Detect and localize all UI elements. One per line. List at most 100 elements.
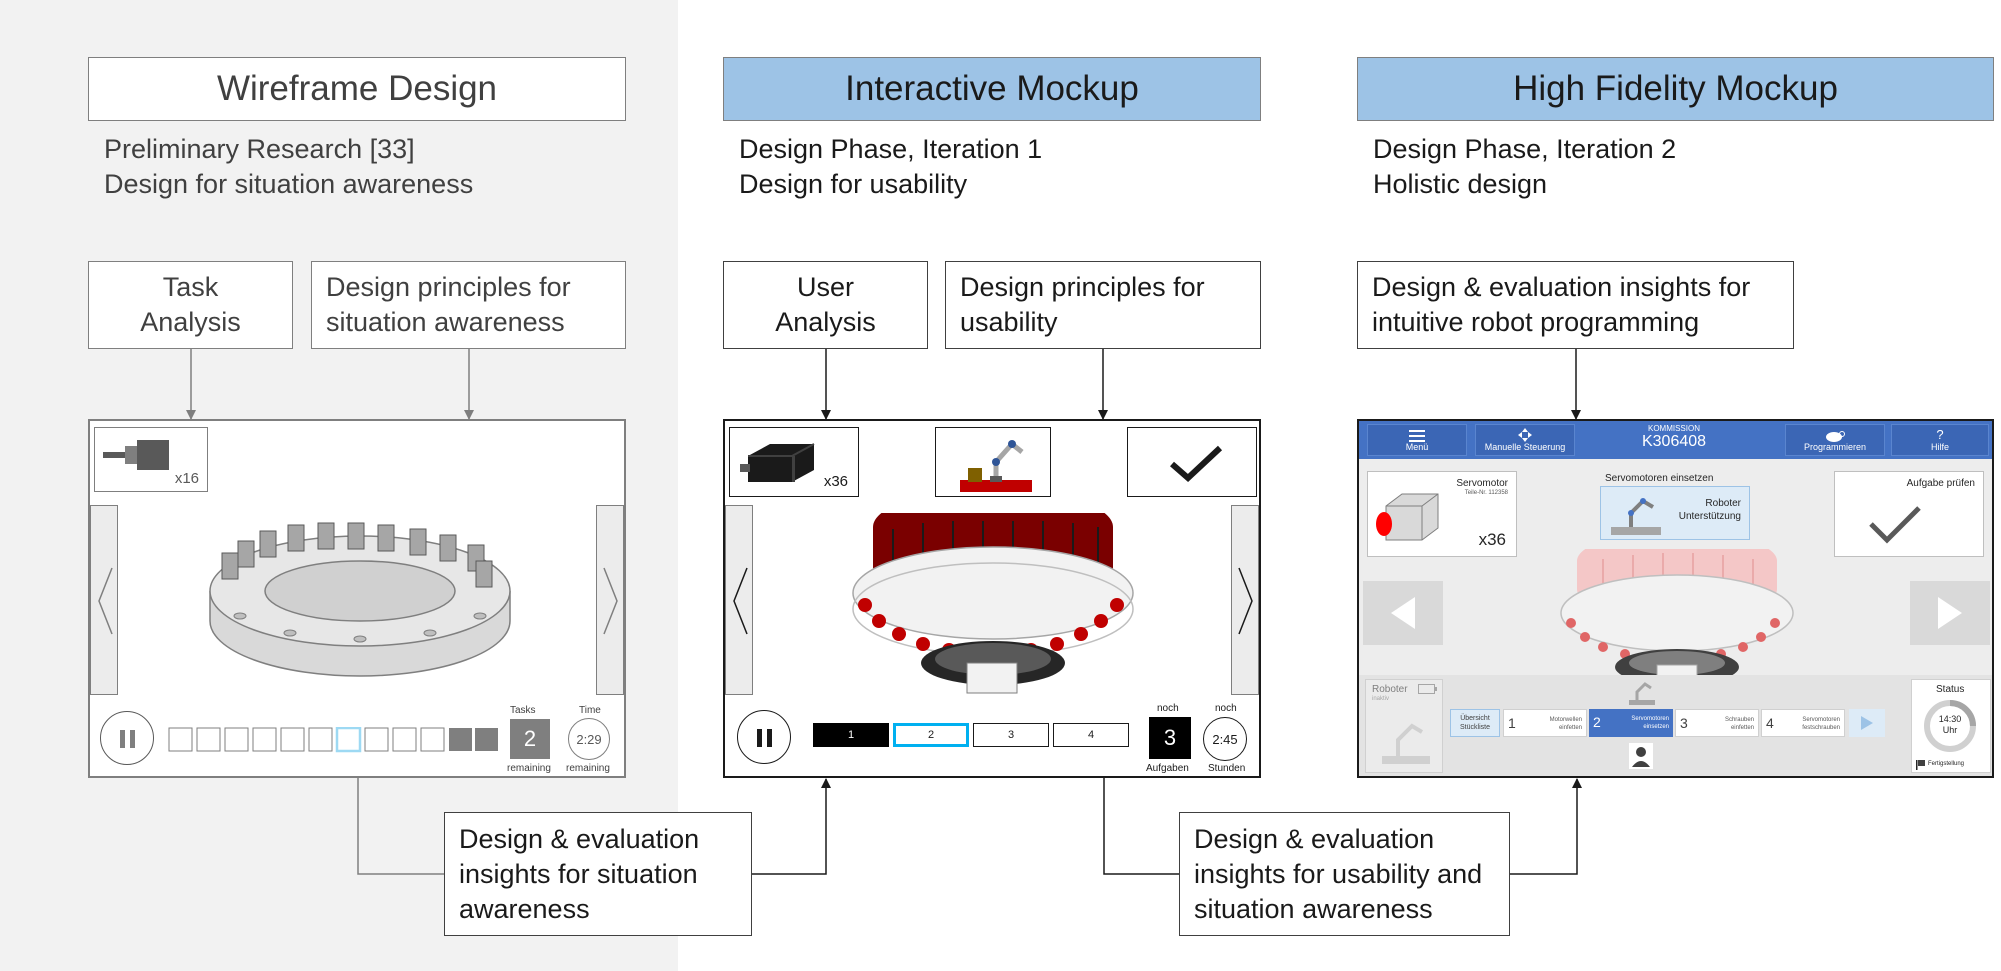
motor-part-icon [103,440,169,470]
robot-label: Roboter [1372,684,1408,695]
arrow-left-icon [1391,597,1415,629]
part-count: x36 [823,473,848,490]
top-bar: Menü Manuelle Steuerung KOMMISSION K3064… [1359,421,1992,459]
interactive-mockup-screen: x36 [723,419,1261,778]
tasks-remaining-label: Aufgaben [1146,763,1189,774]
program-button[interactable]: Programmieren [1785,424,1885,456]
check-task-button[interactable]: Aufgabe prüfen [1834,471,1984,557]
step-4[interactable]: 4 [1053,723,1129,747]
wireframe-screen: x16 [88,419,626,778]
status-label: Status [1936,684,1965,695]
pause-icon [757,729,772,747]
prev-button[interactable] [1363,581,1443,645]
time-label: Time [579,705,601,716]
step-3[interactable]: 3 [973,723,1049,747]
task-progress-bar [168,726,498,758]
user-analysis-box: User Analysis [723,261,928,349]
robot-arm-icon [960,440,1032,492]
check-task-button[interactable] [1127,427,1257,497]
battery-icon [1418,684,1437,694]
task-analysis-box: Task Analysis [88,261,293,349]
part-tile: x16 [94,427,208,492]
help-button[interactable]: ? Hilfe [1891,424,1989,456]
finish-flag-icon [1916,760,1925,770]
wireframe-assembly-ring-illustration [209,522,511,677]
hamburger-icon [1409,430,1425,442]
robot-programming-insights-box: Design & evaluation insights for intuiti… [1357,261,1794,349]
status-dial-icon [1924,700,1976,752]
part-number: Teile-Nr. 112358 [1464,490,1508,496]
steps-next-button[interactable] [1849,709,1885,737]
menu-button[interactable]: Menü [1367,424,1467,456]
overview-parts-list-button[interactable]: Übersicht Stückliste [1450,709,1500,737]
chevron-right-icon [1238,567,1253,635]
high-fidelity-subtitle: Design Phase, Iteration 2 Holistic desig… [1373,134,1677,199]
chevron-left-icon [98,567,113,635]
wireframe-subtitle: Preliminary Research [33] Design for sit… [104,134,474,199]
prev-button[interactable] [725,505,753,695]
sa-insights-feedback-box: Design & evaluation insights for situati… [444,812,752,936]
time-remaining-label: Stunden [1208,763,1246,774]
time-remaining-label: remaining [566,763,610,774]
usability-principles-box: Design principles for usability [945,261,1261,349]
robot-worker-icon [1629,682,1655,705]
check-task-label: Aufgabe prüfen [1906,478,1975,489]
pause-button[interactable] [100,711,154,765]
time-label: noch [1215,703,1237,714]
part-tile: Servomotor Teile-Nr. 112358 x36 [1367,471,1517,557]
pause-icon [120,730,135,748]
part-count: x16 [174,470,199,487]
arrow-right-icon [1861,716,1873,730]
commission-display: KOMMISSION K306408 [1641,424,1707,450]
next-button[interactable] [1910,581,1990,645]
question-mark-icon: ? [1936,427,1944,442]
step-2[interactable]: 2 [893,723,969,747]
interactive-mockup-title: Interactive Mockup [723,57,1261,121]
wireframe-design-title: Wireframe Design [88,57,626,121]
step-1[interactable]: 1 [813,723,889,747]
worker-avatar-icon [1629,743,1653,769]
time-remaining-dial: 2:45 [1203,717,1247,761]
robot-arm-icon [1611,498,1661,535]
tasks-remaining-badge: 3 [1149,717,1191,759]
checkmark-icon [1869,506,1921,544]
part-name: Servomotor [1456,478,1508,489]
servomotor-icon [1376,493,1439,541]
time-remaining-dial: 2:29 [568,718,610,760]
pointing-hand-icon [1826,431,1845,442]
robot-support-button[interactable]: Roboter Unterstützung [1600,486,1750,540]
motor-ring-illustration [852,513,1134,694]
tasks-label: noch [1157,703,1179,714]
pause-button[interactable] [737,710,791,764]
high-fidelity-mockup-title: High Fidelity Mockup [1357,57,1994,121]
usability-insights-feedback-box: Design & evaluation insights for usabili… [1179,812,1510,936]
part-tile: x36 [729,427,859,497]
manual-control-button[interactable]: Manuelle Steuerung [1475,424,1575,456]
arrow-right-icon [1938,597,1962,629]
part-count: x36 [1478,530,1506,549]
task-title: Servomotoren einsetzen [1605,473,1714,484]
chevron-right-icon [603,567,618,635]
next-button[interactable] [1231,505,1259,695]
robot-status-tile[interactable]: Roboter inaktiv [1365,679,1443,773]
prev-button[interactable] [90,505,118,695]
tasks-remaining-badge: 2 [510,719,550,759]
robot-arm-icon [1382,723,1430,764]
interactive-subtitle: Design Phase, Iteration 1 Design for usa… [739,134,1043,199]
servomotor-icon [740,443,815,482]
next-button[interactable] [596,505,624,695]
move-arrows-icon [1518,428,1532,442]
tasks-label: Tasks [510,705,536,716]
checkmark-icon [1170,445,1223,483]
robot-support-tile[interactable] [935,427,1051,497]
robot-state: inaktiv [1372,696,1390,702]
sa-principles-box: Design principles for situation awarenes… [311,261,626,349]
chevron-left-icon [733,567,748,635]
